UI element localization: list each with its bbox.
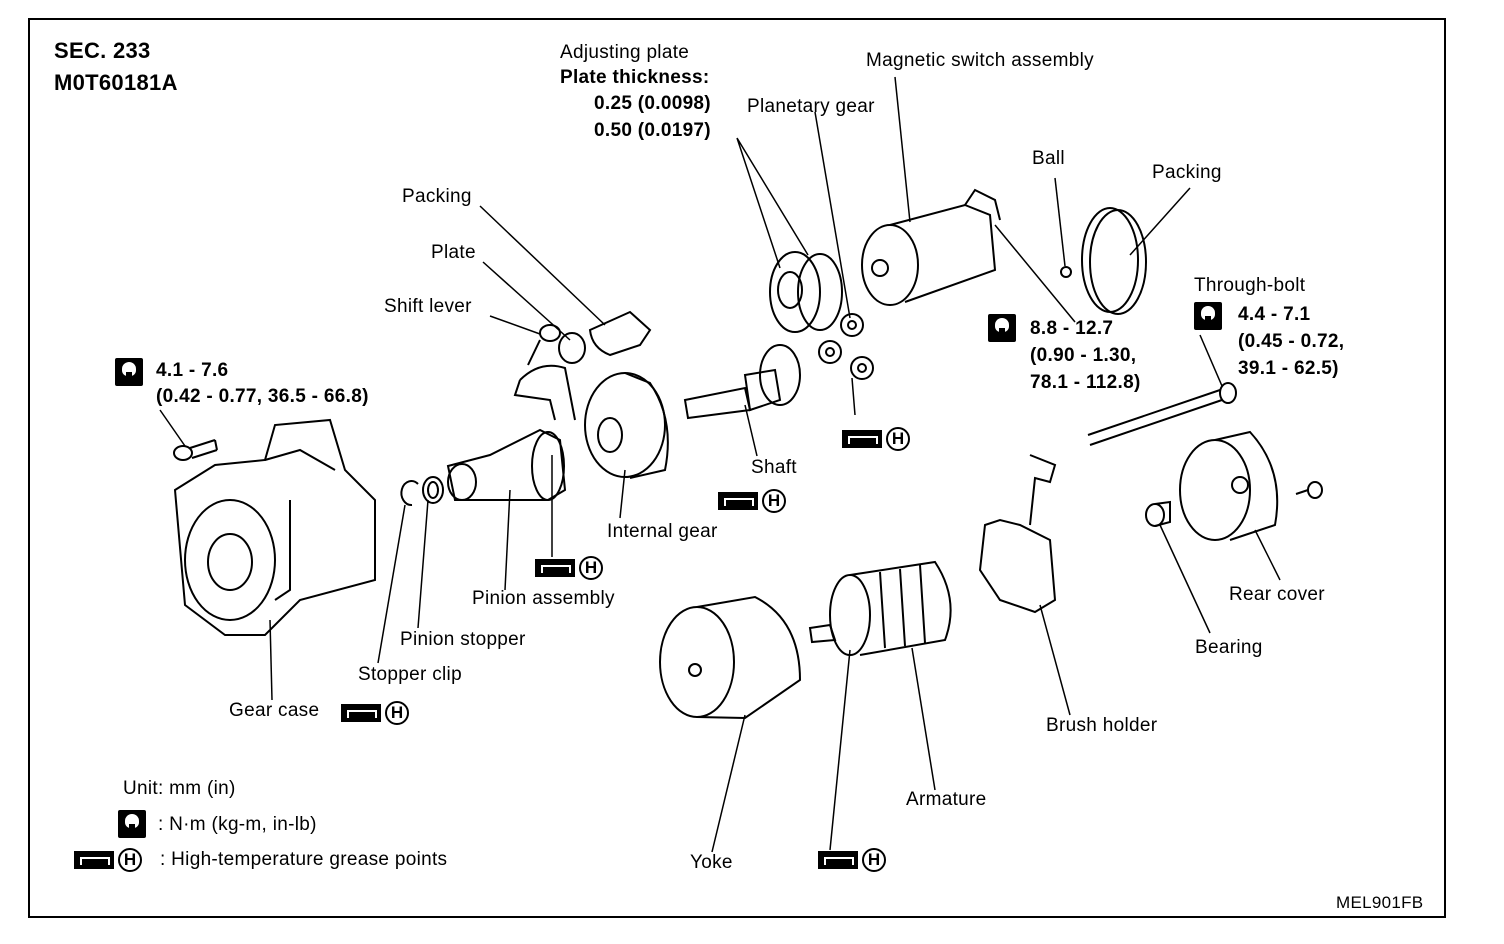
planetary-gear-drawing xyxy=(818,313,874,380)
label-planetary-gear: Planetary gear xyxy=(747,96,875,117)
grease-icon xyxy=(818,851,858,869)
label-pinion-stopper: Pinion stopper xyxy=(400,629,526,650)
grease-symbol-gear-case: H xyxy=(341,701,409,725)
bearing-drawing xyxy=(1145,500,1171,527)
adjusting-plate-drawing xyxy=(769,251,843,333)
stopper-clip-drawing xyxy=(400,480,419,507)
label-plate: Plate xyxy=(431,242,476,263)
screw-drawing xyxy=(1295,481,1323,499)
torque-gear-case-1: 4.1 - 7.6 xyxy=(156,360,229,381)
ball-drawing xyxy=(1060,266,1072,278)
high-temp-icon: H xyxy=(862,848,886,872)
legend-grease-symbol: H xyxy=(74,848,142,872)
leader-lines xyxy=(159,76,1281,853)
label-adjusting-plate: Adjusting plate xyxy=(560,42,690,63)
diagram-frame xyxy=(28,18,1446,918)
torque-wrench-icon xyxy=(1194,302,1222,330)
legend-grease: : High-temperature grease points xyxy=(160,849,448,870)
gear-case-drawing xyxy=(173,418,376,636)
legend-unit: Unit: mm (in) xyxy=(123,778,236,799)
plate-drawing xyxy=(558,332,586,364)
torque-magnetic-3: 78.1 - 112.8) xyxy=(1030,372,1141,393)
label-shift-lever: Shift lever xyxy=(384,296,472,317)
armature-drawing xyxy=(808,560,952,656)
grease-icon xyxy=(718,492,758,510)
label-thickness-1: 0.25 (0.0098) xyxy=(594,93,711,114)
torque-wrench-icon xyxy=(115,358,143,386)
label-magnetic-switch: Magnetic switch assembly xyxy=(866,50,1094,71)
diagram-code: M0T60181A xyxy=(54,70,178,95)
grease-icon xyxy=(842,430,882,448)
label-plate-thickness: Plate thickness: xyxy=(560,67,710,88)
label-packing-left: Packing xyxy=(402,186,472,207)
footer-code: MEL901FB xyxy=(1336,893,1424,912)
grease-icon xyxy=(74,851,114,869)
label-rear-cover: Rear cover xyxy=(1229,584,1325,605)
rear-cover-drawing xyxy=(1179,430,1279,541)
high-temp-icon: H xyxy=(118,848,142,872)
label-through-bolt: Through-bolt xyxy=(1194,275,1306,296)
torque-wrench-icon xyxy=(118,810,146,838)
pinion-stopper-drawing xyxy=(422,476,444,504)
grease-symbol-planetary: H xyxy=(842,427,910,451)
section-number: SEC. 233 xyxy=(54,38,151,63)
label-bearing: Bearing xyxy=(1195,637,1263,658)
torque-through-bolt-1: 4.4 - 7.1 xyxy=(1238,304,1311,325)
yoke-drawing xyxy=(659,595,802,720)
shift-lever-drawing xyxy=(513,324,576,421)
grease-icon xyxy=(341,704,381,722)
grease-icon xyxy=(535,559,575,577)
gear-case-bolt-drawing xyxy=(173,439,218,461)
shaft-drawing xyxy=(683,344,801,420)
through-bolt-drawing xyxy=(1087,382,1237,446)
high-temp-icon: H xyxy=(385,701,409,725)
grease-symbol-shaft: H xyxy=(718,489,786,513)
label-packing-right: Packing xyxy=(1152,162,1222,183)
label-ball: Ball xyxy=(1032,148,1065,169)
label-internal-gear: Internal gear xyxy=(607,521,718,542)
torque-gear-case-2: (0.42 - 0.77, 36.5 - 66.8) xyxy=(156,386,369,407)
label-thickness-2: 0.50 (0.0197) xyxy=(594,120,711,141)
label-gear-case: Gear case xyxy=(229,700,320,721)
label-brush-holder: Brush holder xyxy=(1046,715,1158,736)
torque-through-bolt-3: 39.1 - 62.5) xyxy=(1238,358,1339,379)
packing-drawing xyxy=(588,310,652,357)
internal-gear-drawing xyxy=(584,372,669,479)
high-temp-icon: H xyxy=(579,556,603,580)
rear-packing-drawing xyxy=(1081,207,1147,315)
torque-magnetic-1: 8.8 - 12.7 xyxy=(1030,318,1114,339)
label-pinion-assembly: Pinion assembly xyxy=(472,588,615,609)
grease-symbol-armature: H xyxy=(818,848,886,872)
label-stopper-clip: Stopper clip xyxy=(358,664,462,685)
high-temp-icon: H xyxy=(886,427,910,451)
label-yoke: Yoke xyxy=(690,852,733,873)
torque-magnetic-2: (0.90 - 1.30, xyxy=(1030,345,1137,366)
legend-torque-unit: : N·m (kg-m, in-lb) xyxy=(158,814,317,835)
grease-symbol-pinion: H xyxy=(535,556,603,580)
brush-holder-drawing xyxy=(978,454,1057,614)
torque-through-bolt-2: (0.45 - 0.72, xyxy=(1238,331,1345,352)
pinion-assembly-drawing xyxy=(446,428,567,501)
label-shaft: Shaft xyxy=(751,457,797,478)
label-armature: Armature xyxy=(906,789,987,810)
magnetic-switch-drawing xyxy=(861,188,1001,306)
torque-wrench-icon xyxy=(988,314,1016,342)
high-temp-icon: H xyxy=(762,489,786,513)
